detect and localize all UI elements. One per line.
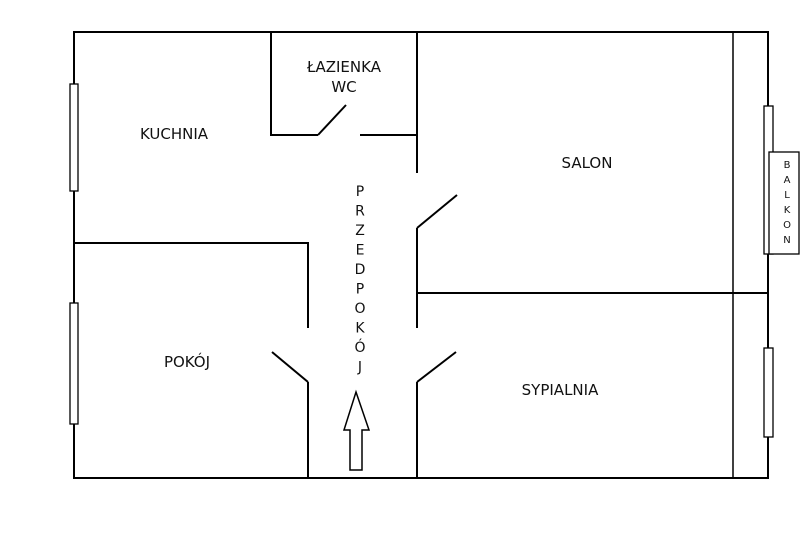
window-bedroom: [763, 347, 774, 438]
hall-letter: Ó: [354, 338, 365, 356]
bathroom-wall: [270, 32, 318, 136]
balcony-letter: N: [783, 235, 790, 246]
bathroom-door[interactable]: [317, 104, 347, 136]
room-door[interactable]: [271, 351, 309, 383]
label-bathroom: ŁAZIENKA: [306, 58, 382, 76]
hall-letter: P: [356, 282, 364, 298]
balcony-letter: B: [784, 160, 791, 171]
hall-letter: E: [356, 243, 365, 259]
label-kitchen: KUCHNIA: [140, 125, 209, 143]
hall-letter: O: [354, 301, 365, 317]
outer-wall: [73, 31, 769, 479]
balcony-letter: L: [784, 190, 790, 201]
balcony-letter: A: [784, 175, 791, 186]
hall-letter: J: [357, 360, 362, 376]
window-room: [69, 302, 79, 425]
wall-kitchen-room: [74, 242, 309, 328]
balcony-letter: K: [784, 205, 791, 216]
label-wc: WC: [331, 78, 356, 96]
up-arrow-icon: [342, 389, 371, 471]
hall-letter: R: [355, 204, 365, 220]
label-room: POKÓJ: [164, 352, 210, 371]
window-kitchen: [69, 83, 79, 192]
label-salon: SALON: [562, 154, 613, 172]
salon-door[interactable]: [416, 194, 458, 229]
hall-letter: K: [355, 321, 365, 337]
label-bedroom: SYPIALNIA: [522, 381, 599, 399]
balcony: [768, 151, 800, 255]
balcony-letter: O: [783, 220, 791, 231]
hall-letter: Z: [355, 223, 365, 239]
bedroom-door[interactable]: [416, 351, 457, 383]
hall-letter: P: [356, 184, 364, 200]
hall-letter: D: [355, 262, 366, 278]
